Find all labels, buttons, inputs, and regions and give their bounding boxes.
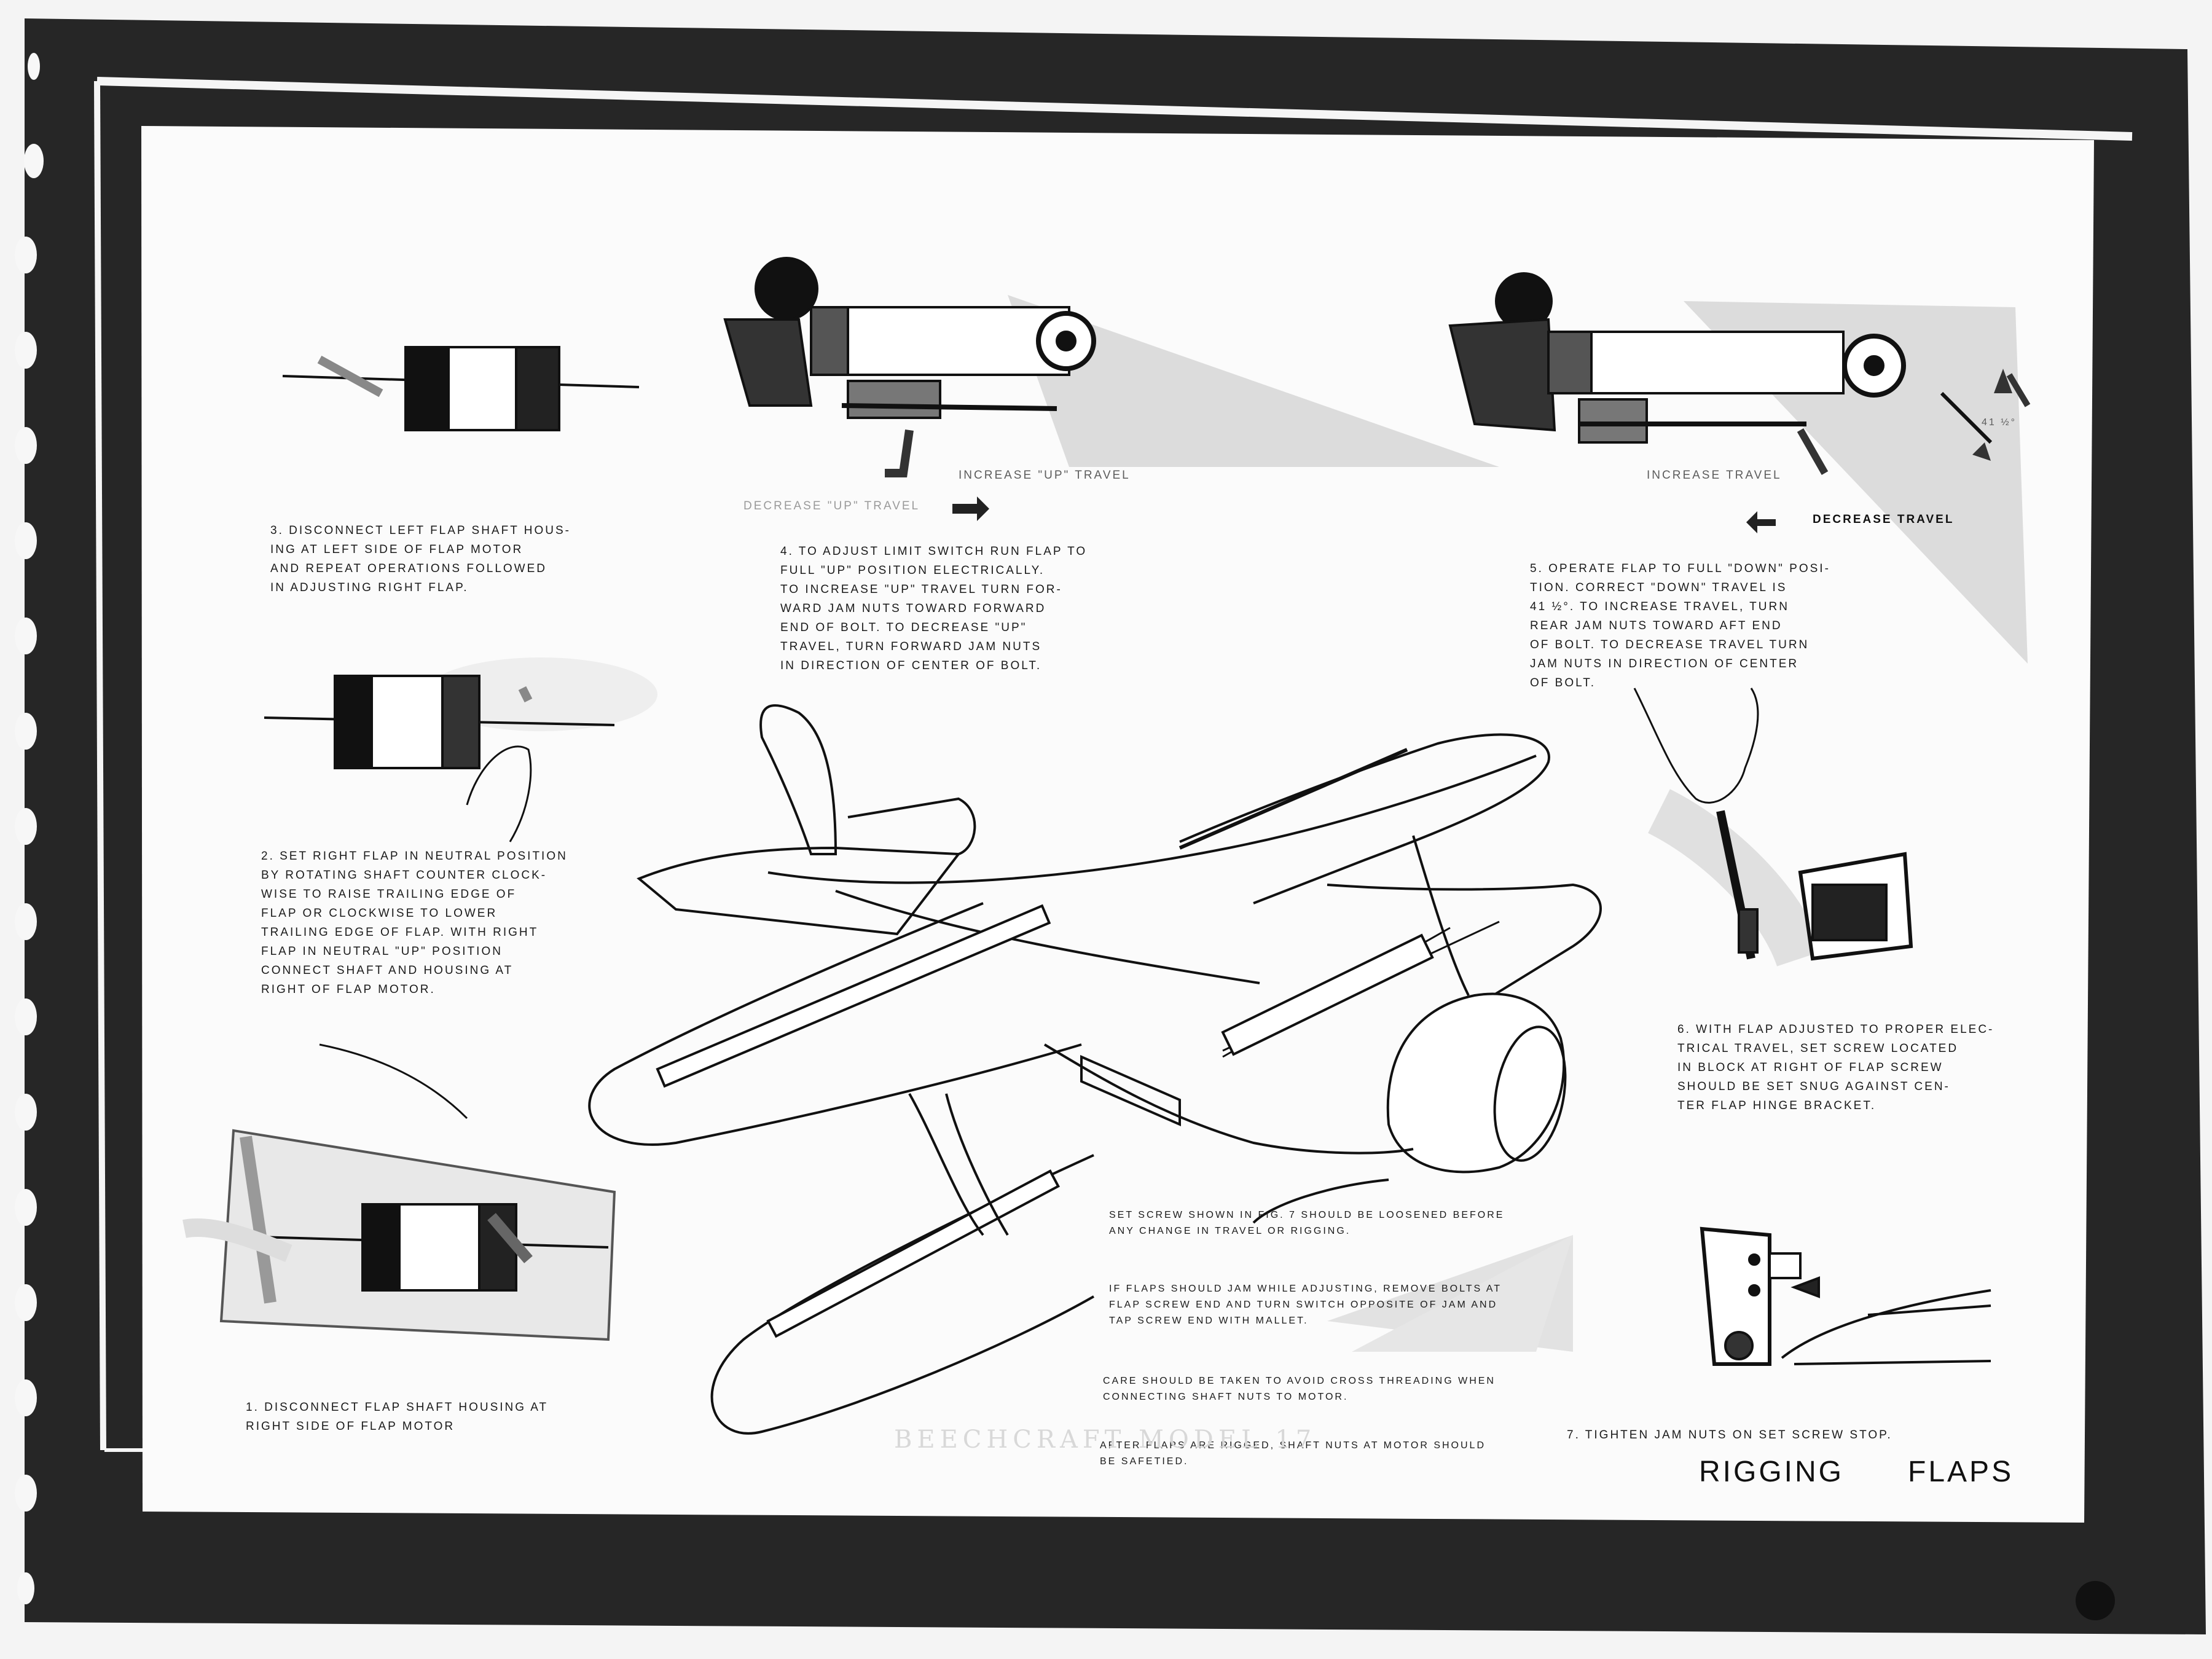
step-7-text: 7. TIGHTEN JAM NUTS ON SET SCREW STOP. [1567,1429,1892,1441]
biplane-drawing [588,704,1602,1435]
flap-actuator-figure-5 [1448,272,2031,475]
step-2-text: 2. SET RIGHT FLAP IN NEUTRAL POSITION BY… [261,850,568,996]
flap-actuator-figure-4 [723,257,1096,477]
travel-wedge-up [1008,295,1499,467]
up-arrow [1994,369,2012,393]
diagram-sheet [141,126,2094,1523]
decrease-up-travel-label: DECREASE "UP" TRAVEL [743,500,920,512]
decrease-up-arrow [952,496,989,521]
step-3-text: 3. DISCONNECT LEFT FLAP SHAFT HOUS- ING … [270,524,571,594]
flap-motor-figure-2 [264,657,657,842]
punch-holes [15,53,44,1604]
watermark-text: BEECHCRAFT MODEL 17 [894,1426,1317,1454]
set-screw-figure-6 [1633,688,1913,967]
note-set-screw: SET SCREW SHOWN IN FIG. 7 SHOULD BE LOOS… [1109,1210,1505,1236]
down-arrow [1972,442,1991,461]
flap-motor-figure-3 [282,346,640,431]
flap-motor-figure-1 [182,1043,616,1341]
jam-nut-figure-7 [1700,1226,1991,1366]
angle-label: 41 ½° [1982,417,2017,428]
step-5-text: 5. OPERATE FLAP TO FULL "DOWN" POSI- TIO… [1530,562,1830,689]
sheet-title: RIGGING FLAPS [1699,1456,2014,1488]
decrease-arrow [1746,511,1776,533]
increase-up-travel-label: INCREASE "UP" TRAVEL [959,469,1131,482]
step-4-text: 4. TO ADJUST LIMIT SWITCH RUN FLAP TO FU… [780,545,1088,672]
step-6-text: 6. WITH FLAP ADJUSTED TO PROPER ELEC- TR… [1677,1023,1994,1112]
note-safetied: AFTER FLAPS ARE RIGGED, SHAFT NUTS AT MO… [1100,1440,1486,1467]
note-cross-thread: CARE SHOULD BE TAKEN TO AVOID CROSS THRE… [1103,1376,1496,1402]
decrease-travel-label: DECREASE TRAVEL [1813,513,1955,526]
note-jam: IF FLAPS SHOULD JAM WHILE ADJUSTING, REM… [1109,1284,1502,1326]
step-1-text: 1. DISCONNECT FLAP SHAFT HOUSING AT RIGH… [246,1401,549,1433]
increase-travel-label: INCREASE TRAVEL [1647,469,1782,482]
